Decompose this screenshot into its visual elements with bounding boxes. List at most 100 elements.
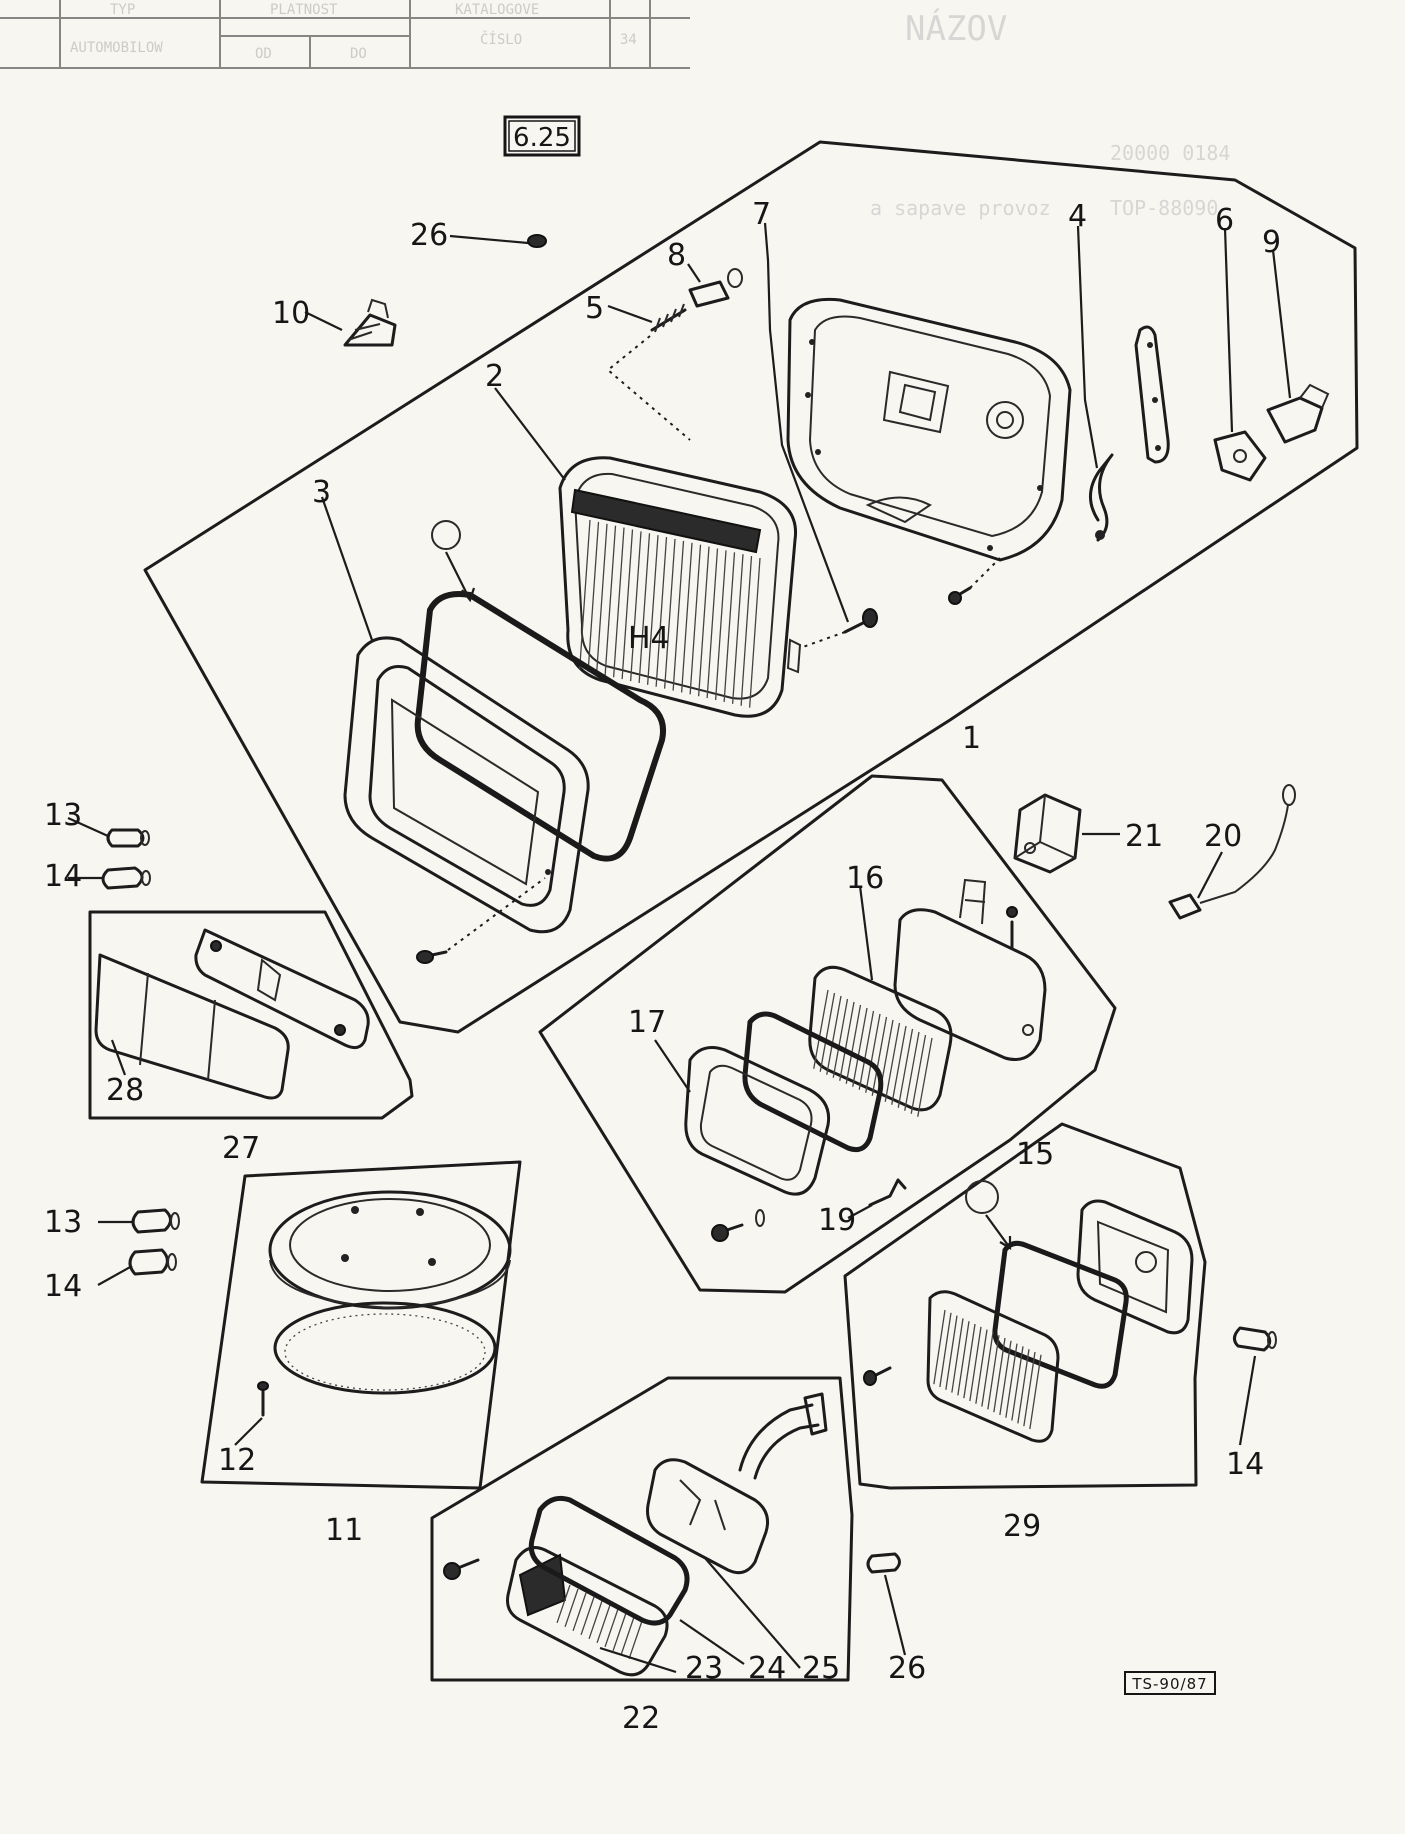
seal-knob — [431, 520, 476, 603]
reflector-hatch-lines — [578, 519, 761, 708]
adjuster-screw-7 — [799, 608, 878, 649]
fog-lamp-screw — [711, 1209, 765, 1242]
group-1-boundary — [143, 140, 1359, 1034]
callout-8: 8 — [667, 238, 686, 273]
bulb-13-top — [106, 828, 150, 848]
callout-13-mid: 13 — [44, 1205, 82, 1240]
ghost-row-2: TOP-88090 — [1110, 196, 1218, 220]
callout-10: 10 — [272, 296, 310, 331]
callout-7: 7 — [752, 197, 771, 232]
fog-lamp-gasket — [742, 1011, 884, 1153]
headlamp-gasket — [414, 591, 666, 862]
callout-25: 25 — [802, 1651, 840, 1686]
bulb-holder-8 — [688, 268, 743, 308]
callout-12: 12 — [218, 1443, 256, 1478]
side-lamp-group-29 — [843, 1122, 1207, 1490]
callout-4: 4 — [1068, 199, 1087, 234]
callout-14-right: 14 — [1226, 1447, 1264, 1482]
callout-14-top: 14 — [44, 859, 82, 894]
h4-marking: H4 — [628, 621, 670, 656]
headlamp-reflector: H4 — [558, 456, 802, 718]
fog-mount-bolt — [1006, 906, 1018, 950]
fog-lamp-housing — [893, 878, 1047, 1061]
drawing-code: TS-90/87 — [1131, 1675, 1207, 1693]
group-29-boundary — [843, 1122, 1207, 1490]
header-cell-automobile: AUTOMOBILOW — [70, 40, 163, 56]
figure-ref-box: 6.25 — [503, 115, 581, 157]
plate-lamp-wires — [738, 1392, 828, 1480]
callout-28: 28 — [106, 1073, 144, 1108]
adjuster-screw-right — [948, 557, 1001, 605]
fog-lens-hatch-lines — [813, 989, 933, 1117]
side-lamp-screw — [863, 1366, 892, 1386]
bulb-26-bottom — [866, 1552, 901, 1574]
plate-lamp-group-22 — [430, 1376, 854, 1682]
callout-21: 21 — [1125, 819, 1163, 854]
headlamp-assembly-group: H4 — [143, 140, 1359, 1034]
lead-wire-20 — [1168, 784, 1296, 920]
leader-lines — [67, 222, 1292, 1674]
plate-lamp-base-23 — [506, 1546, 669, 1677]
header-cell-catalog: KATALOGOVE — [455, 2, 539, 18]
callout-19: 19 — [818, 1203, 856, 1238]
callout-2: 2 — [485, 359, 504, 394]
bulb-10 — [343, 298, 397, 347]
callout-1: 1 — [962, 721, 981, 756]
callout-27: 27 — [222, 1131, 260, 1166]
callout-20: 20 — [1204, 819, 1242, 854]
callout-9: 9 — [1262, 225, 1281, 260]
header-cell-page: 34 — [620, 32, 637, 48]
bulb-26-top — [527, 234, 547, 248]
clip-19 — [868, 1178, 907, 1207]
side-lens-hatch-lines — [933, 1309, 1042, 1430]
group-11-boundary — [200, 1160, 522, 1490]
callout-24: 24 — [748, 1651, 786, 1686]
header-cell-to: DO — [350, 46, 367, 62]
bracket-strip — [1134, 325, 1170, 464]
switch-21 — [1013, 793, 1082, 874]
callout-3: 3 — [312, 475, 331, 510]
rear-lamp-group-27 — [88, 910, 414, 1120]
fog-lamp-group — [538, 774, 1117, 1294]
callout-26-bottom: 26 — [888, 1651, 926, 1686]
group-22-boundary — [430, 1376, 854, 1682]
group-27-boundary — [88, 910, 414, 1120]
seal-15 — [965, 1180, 1012, 1250]
callout-15: 15 — [1016, 1137, 1054, 1172]
plate-lamp-lens-25 — [646, 1458, 770, 1575]
headlamp-housing — [786, 297, 1072, 562]
callout-17: 17 — [628, 1005, 666, 1040]
side-lamp-housing — [1076, 1199, 1194, 1335]
header-cell-validity: PLATNOST — [270, 2, 338, 18]
header-cell-from: OD — [255, 46, 272, 62]
ghost-row-3: a sapave provoz — [870, 196, 1051, 220]
callout-23: 23 — [685, 1651, 723, 1686]
callout-5: 5 — [585, 291, 604, 326]
callout-numbers: 26 10 5 8 7 2 3 4 6 9 1 13 14 21 20 16 1… — [44, 197, 1281, 1736]
bulb-13-mid — [131, 1208, 180, 1234]
clip-spring-4 — [1089, 453, 1114, 542]
callout-29: 29 — [1003, 1509, 1041, 1544]
connector-6 — [1213, 430, 1267, 482]
figure-ref: 6.25 — [513, 123, 571, 153]
plate-lamp-gasket-24 — [528, 1495, 690, 1626]
fog-lamp-bezel-17 — [684, 1046, 831, 1196]
headlamp-bezel — [343, 636, 590, 934]
ghost-title: NÁZOV — [905, 8, 1007, 49]
callout-14-mid: 14 — [44, 1269, 82, 1304]
callout-13-top: 13 — [44, 798, 82, 833]
round-lamp-group-11 — [200, 1160, 522, 1490]
drawing-code-box: TS-90/87 — [1124, 1671, 1216, 1695]
bulb-14-top — [101, 866, 151, 890]
rear-lamp-lens-28 — [94, 953, 290, 1100]
connector-9 — [1266, 383, 1330, 444]
round-lamp-housing — [268, 1190, 512, 1310]
bulb-14-right — [1233, 1326, 1277, 1352]
spring-5 — [606, 303, 691, 441]
header-table: TYP AUTOMOBILOW PLATNOST OD DO KATALOGOV… — [0, 0, 1230, 220]
fog-lamp-lens-16 — [808, 965, 953, 1117]
header-cell-number: ČÍSLO — [480, 30, 522, 48]
fog-lamp-boundary — [538, 774, 1117, 1294]
